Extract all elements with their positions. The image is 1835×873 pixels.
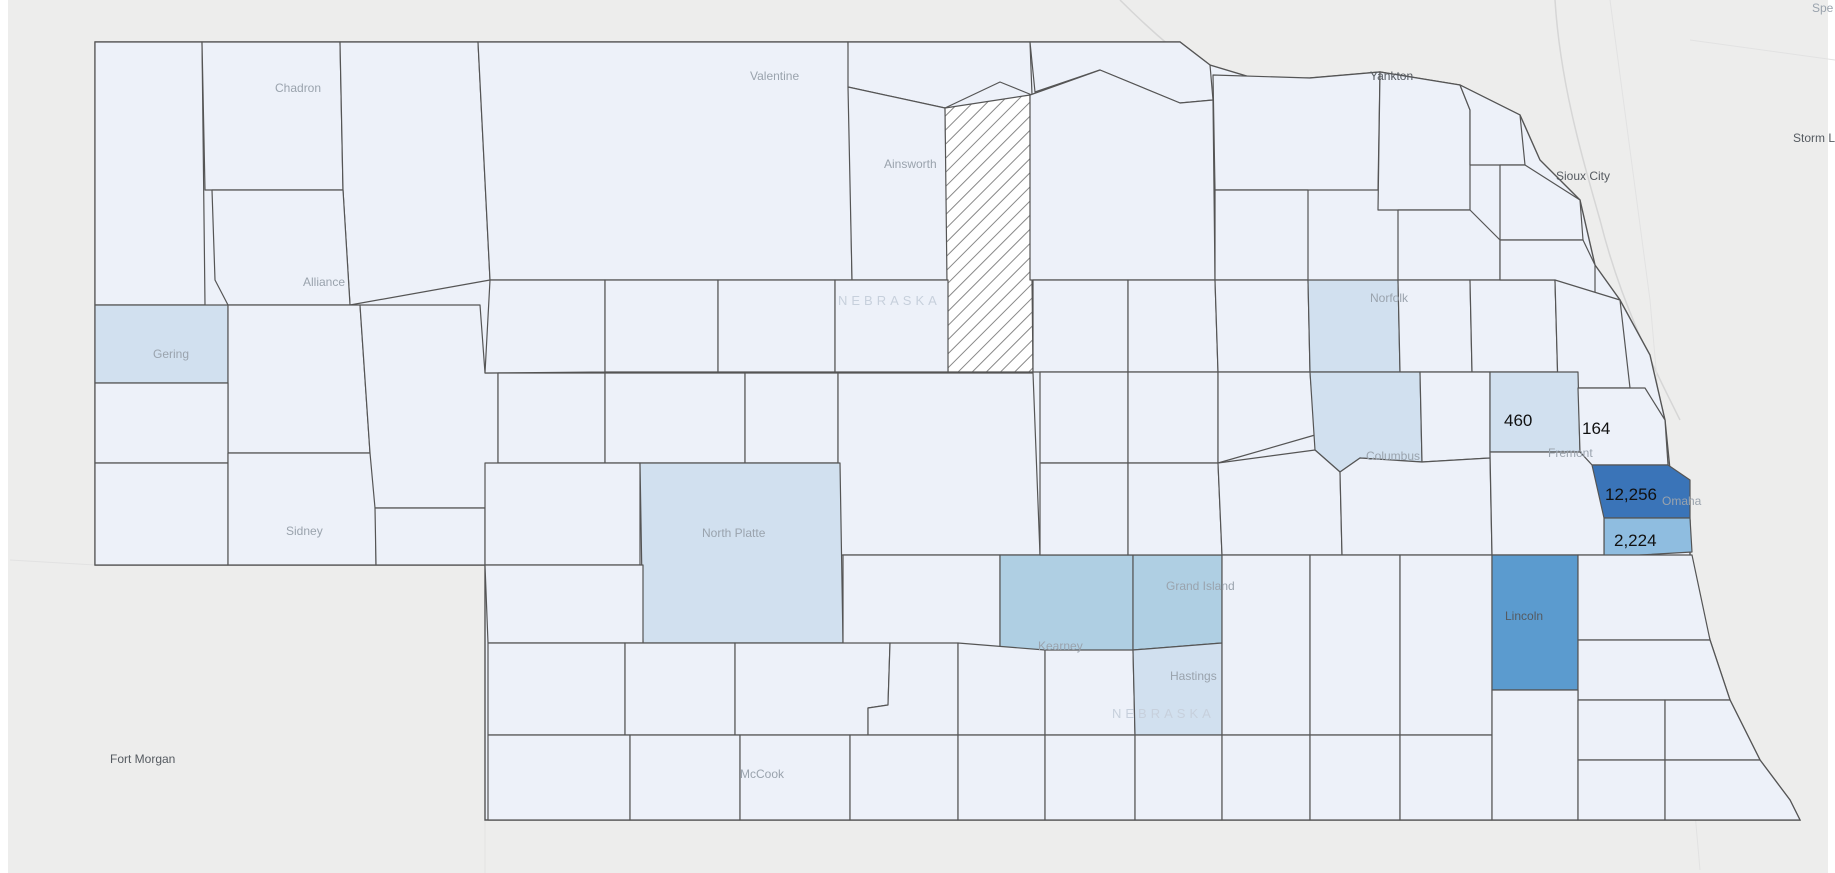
county-blaine[interactable]	[834, 279, 949, 373]
county-gage[interactable]	[1491, 689, 1579, 821]
county-frontier[interactable]	[734, 642, 891, 736]
place-label-norfolk: Norfolk	[1370, 291, 1409, 305]
place-label-valentine: Valentine	[750, 69, 799, 83]
place-label-gering: Gering	[153, 347, 189, 361]
place-label-ainsworth: Ainsworth	[884, 157, 937, 171]
county-adams[interactable]	[1132, 642, 1223, 736]
county-york-fillmore[interactable]	[1309, 554, 1401, 736]
county-kearney[interactable]	[1044, 649, 1136, 736]
county-garden[interactable]	[359, 304, 499, 509]
county-howard[interactable]	[1127, 462, 1223, 556]
county-webster[interactable]	[1134, 734, 1223, 821]
county-sherman[interactable]	[1039, 462, 1129, 556]
county-chase[interactable]	[487, 642, 626, 736]
county-cedar[interactable]	[1377, 71, 1471, 211]
county-logan[interactable]	[744, 372, 839, 464]
county-hitchcock[interactable]	[629, 734, 741, 821]
county-dundy[interactable]	[487, 734, 631, 821]
county-jefferson[interactable]	[1399, 734, 1493, 821]
value-label-washington: 164	[1582, 419, 1610, 438]
county-richardson[interactable]	[1664, 759, 1801, 821]
county-hamilton-clay[interactable]	[1221, 554, 1311, 736]
county-dawson[interactable]	[842, 554, 1001, 651]
state-label-south: NEBRASKA	[1112, 706, 1215, 721]
value-label-sarpy: 2,224	[1614, 531, 1657, 550]
place-label-chadron: Chadron	[275, 81, 321, 95]
county-cass[interactable]	[1577, 554, 1711, 641]
county-colfax[interactable]	[1419, 371, 1491, 463]
county-arthur[interactable]	[497, 372, 606, 464]
county-cuming[interactable]	[1469, 279, 1559, 373]
county-merrick-nance[interactable]	[1217, 449, 1343, 556]
county-phelps[interactable]	[957, 642, 1046, 736]
county-seward-saline[interactable]	[1399, 554, 1493, 736]
county-stanton[interactable]	[1397, 279, 1473, 373]
state-boundary	[9, 559, 96, 566]
county-wheeler[interactable]	[1127, 279, 1219, 373]
value-label-douglas: 12,256	[1605, 485, 1657, 504]
county-greeley[interactable]	[1127, 371, 1219, 464]
county-valley[interactable]	[1039, 371, 1129, 464]
place-label-lincoln: Lincoln	[1505, 609, 1543, 623]
county-harlan[interactable]	[957, 734, 1046, 821]
state-label-north: NEBRASKA	[838, 293, 941, 308]
county-cheyenne[interactable]	[227, 452, 377, 566]
county-butler-polk[interactable]	[1339, 457, 1493, 556]
county-grant[interactable]	[484, 279, 606, 374]
county-dawes[interactable]	[201, 41, 344, 191]
county-hayes[interactable]	[624, 642, 736, 736]
place-label-north-platte: North Platte	[702, 526, 766, 540]
place-label-fremont: Fremont	[1548, 446, 1593, 460]
county-franklin[interactable]	[1044, 734, 1136, 821]
place-label-sioux-city: Sioux City	[1556, 169, 1610, 183]
county-hall[interactable]	[1132, 554, 1223, 651]
place-label-storm-lake: Storm L	[1793, 131, 1835, 145]
county-johnson[interactable]	[1577, 699, 1666, 761]
county-perkins[interactable]	[484, 564, 644, 644]
county-banner[interactable]	[94, 382, 229, 464]
county-scotts-bluff[interactable]	[94, 304, 229, 384]
county-antelope[interactable]	[1214, 279, 1311, 373]
county-knox[interactable]	[1212, 71, 1381, 191]
county-sheridan[interactable]	[339, 41, 491, 306]
county-deuel[interactable]	[374, 507, 486, 566]
county-nuckolls[interactable]	[1221, 734, 1311, 821]
county-antelope-north[interactable]	[1214, 189, 1309, 281]
place-label-fort-morgan: Fort Morgan	[110, 752, 175, 766]
county-pawnee[interactable]	[1577, 759, 1666, 821]
value-label-dodge: 460	[1504, 411, 1532, 430]
county-kimball[interactable]	[94, 462, 229, 566]
county-lincoln[interactable]	[639, 462, 844, 644]
county-saunders[interactable]	[1489, 451, 1605, 556]
place-label-grand-island: Grand Island	[1166, 579, 1235, 593]
county-furnas[interactable]	[849, 734, 959, 821]
county-dixon[interactable]	[1459, 84, 1526, 166]
county-otoe[interactable]	[1577, 639, 1731, 701]
place-label-yankton: Yankton	[1370, 69, 1413, 83]
county-sioux[interactable]	[94, 41, 206, 306]
county-thomas[interactable]	[717, 279, 836, 373]
place-label-mccook: McCook	[740, 767, 785, 781]
place-label-sidney: Sidney	[286, 524, 323, 538]
county-keith[interactable]	[484, 462, 641, 566]
county-rock-no-data[interactable]	[944, 94, 1034, 373]
place-label-hastings: Hastings	[1170, 669, 1217, 683]
place-label-omaha: Omaha	[1662, 494, 1702, 508]
county-hooker[interactable]	[604, 279, 719, 373]
place-label-spencer: Spe	[1812, 1, 1834, 15]
county-brown[interactable]	[847, 86, 949, 281]
county-garfield[interactable]	[1032, 279, 1129, 373]
county-thayer[interactable]	[1309, 734, 1401, 821]
place-label-kearney: Kearney	[1038, 639, 1083, 653]
county-morrill[interactable]	[227, 304, 371, 454]
place-label-alliance: Alliance	[303, 275, 345, 289]
place-label-columbus: Columbus	[1366, 449, 1420, 463]
road	[1689, 39, 1835, 61]
county-custer[interactable]	[837, 372, 1041, 556]
county-mcpherson[interactable]	[604, 372, 746, 464]
